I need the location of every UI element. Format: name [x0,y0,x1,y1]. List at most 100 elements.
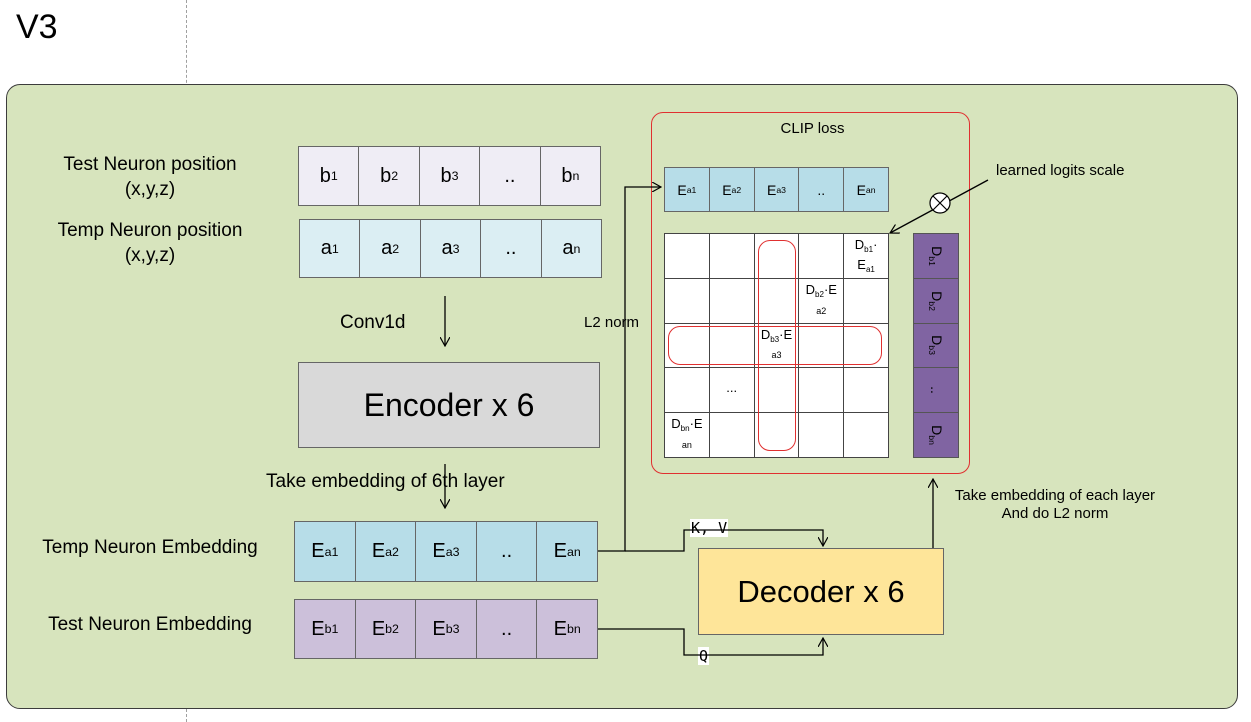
temp-position-cell-base: a [320,237,332,259]
test-position-cell-base: b [319,164,331,187]
test-embedding-cell-sub: b2 [385,622,399,636]
test-embedding-cell-sub: bn [566,622,581,636]
kv-label: K, V [690,519,729,537]
temp-embedding-cell-sub: a1 [324,544,339,559]
matrix-cell-dot: ·E [823,281,837,297]
matrix-cell [799,323,845,369]
matrix-cell-dot: ·E [779,326,793,342]
temp-embedding-label: Temp Neuron Embedding [42,537,258,558]
matrix-cell-dot: ·E [689,416,703,432]
temp-position-cell-base: a [441,237,453,259]
test-embedding-cell-base: .. [501,617,513,640]
clip-embedding-cell: .. [799,168,845,211]
temp-embedding-cell: .. [477,522,538,581]
matrix-cell-e: E [857,256,866,272]
test-position-coords: (x,y,z) [124,179,176,200]
matrix-cell [844,368,889,414]
logits-scale-label: learned logits scale [996,162,1125,179]
clip-embedding-cell-base: E [766,181,777,198]
matrix-cell: Db3·E a3 [754,323,800,369]
temp-position-cell-base: .. [505,237,517,259]
clip-embedding-cell-base: E [722,181,732,198]
clip-embedding-cell-sub: a2 [731,184,742,195]
matrix-cell-dot: · [873,237,878,252]
temp-position-cell-base: a [562,237,574,259]
decoder-embedding-cell: .. [914,368,958,414]
matrix-cell [709,234,755,279]
matrix-cell [665,323,710,369]
test-position-cell-sub: n [572,169,580,183]
temp-embedding-cell-sub: an [566,544,581,559]
q-arrow [598,628,823,656]
temp-embedding-cell-base: E [371,540,386,562]
matrix-cell [799,413,845,458]
test-embedding-cell-base: E [432,617,446,640]
matrix-cell [844,413,889,458]
temp-position-text: Temp Neuron position [57,220,243,241]
test-embedding-cell: .. [477,600,538,658]
clip-embedding-cell-sub: a3 [776,184,786,195]
clip-embedding-cell-base: .. [817,181,826,198]
test-position-cell-base: b [380,164,392,187]
matrix-cell-d-sub: bn [680,424,690,433]
matrix-cell-e-sub: a1 [865,264,875,274]
matrix-cell-d: D [671,416,681,432]
matrix-cell: Db1·Ea1 [844,234,889,279]
test-position-label: Test Neuron position (x,y,z) [40,152,260,202]
kv-arrow [625,529,823,552]
test-position-cell-base: .. [504,164,516,187]
matrix-cell-e-sub: a3 [771,350,782,361]
diagram-panel [6,84,1238,709]
page-title: V3 [16,8,58,46]
q-label: Q [698,647,710,665]
temp-position-cell-sub: 2 [392,241,400,256]
temp-position-cell-sub: 3 [452,241,460,256]
temp-embedding-cell-base: E [432,540,446,562]
test-position-cell: .. [480,147,541,205]
clip-loss-label: CLIP loss [780,120,845,137]
matrix-cell-d: D [760,326,771,342]
temp-embedding-cell-sub: a2 [385,544,399,559]
matrix-cell [754,368,800,414]
test-embedding-label: Test Neuron Embedding [48,614,252,635]
test-embedding-cell-base: E [311,617,325,640]
take-each-line-1: Take embedding of each layer [954,487,1156,504]
matrix-cell [665,368,710,414]
decoder-embedding-cell: Db2 [914,279,958,324]
matrix-cell-d-sub: b3 [770,334,780,344]
temp-embedding-cell-base: E [311,540,325,562]
matrix-cell [844,278,889,324]
matrix-cell: ... [709,368,755,414]
matrix-cell [754,413,800,458]
decoder-embedding-cell: Db3 [914,324,958,369]
test-embedding-cell-sub: b1 [324,622,339,636]
temp-position-cell-base: a [381,237,393,259]
temp-position-label: Temp Neuron position (x,y,z) [40,218,260,268]
matrix-cell-d: D [805,281,815,297]
matrix-cell-d: D [854,237,865,252]
temp-embedding-cell-sub: a3 [445,544,460,559]
test-position-cell-base: b [440,164,452,187]
